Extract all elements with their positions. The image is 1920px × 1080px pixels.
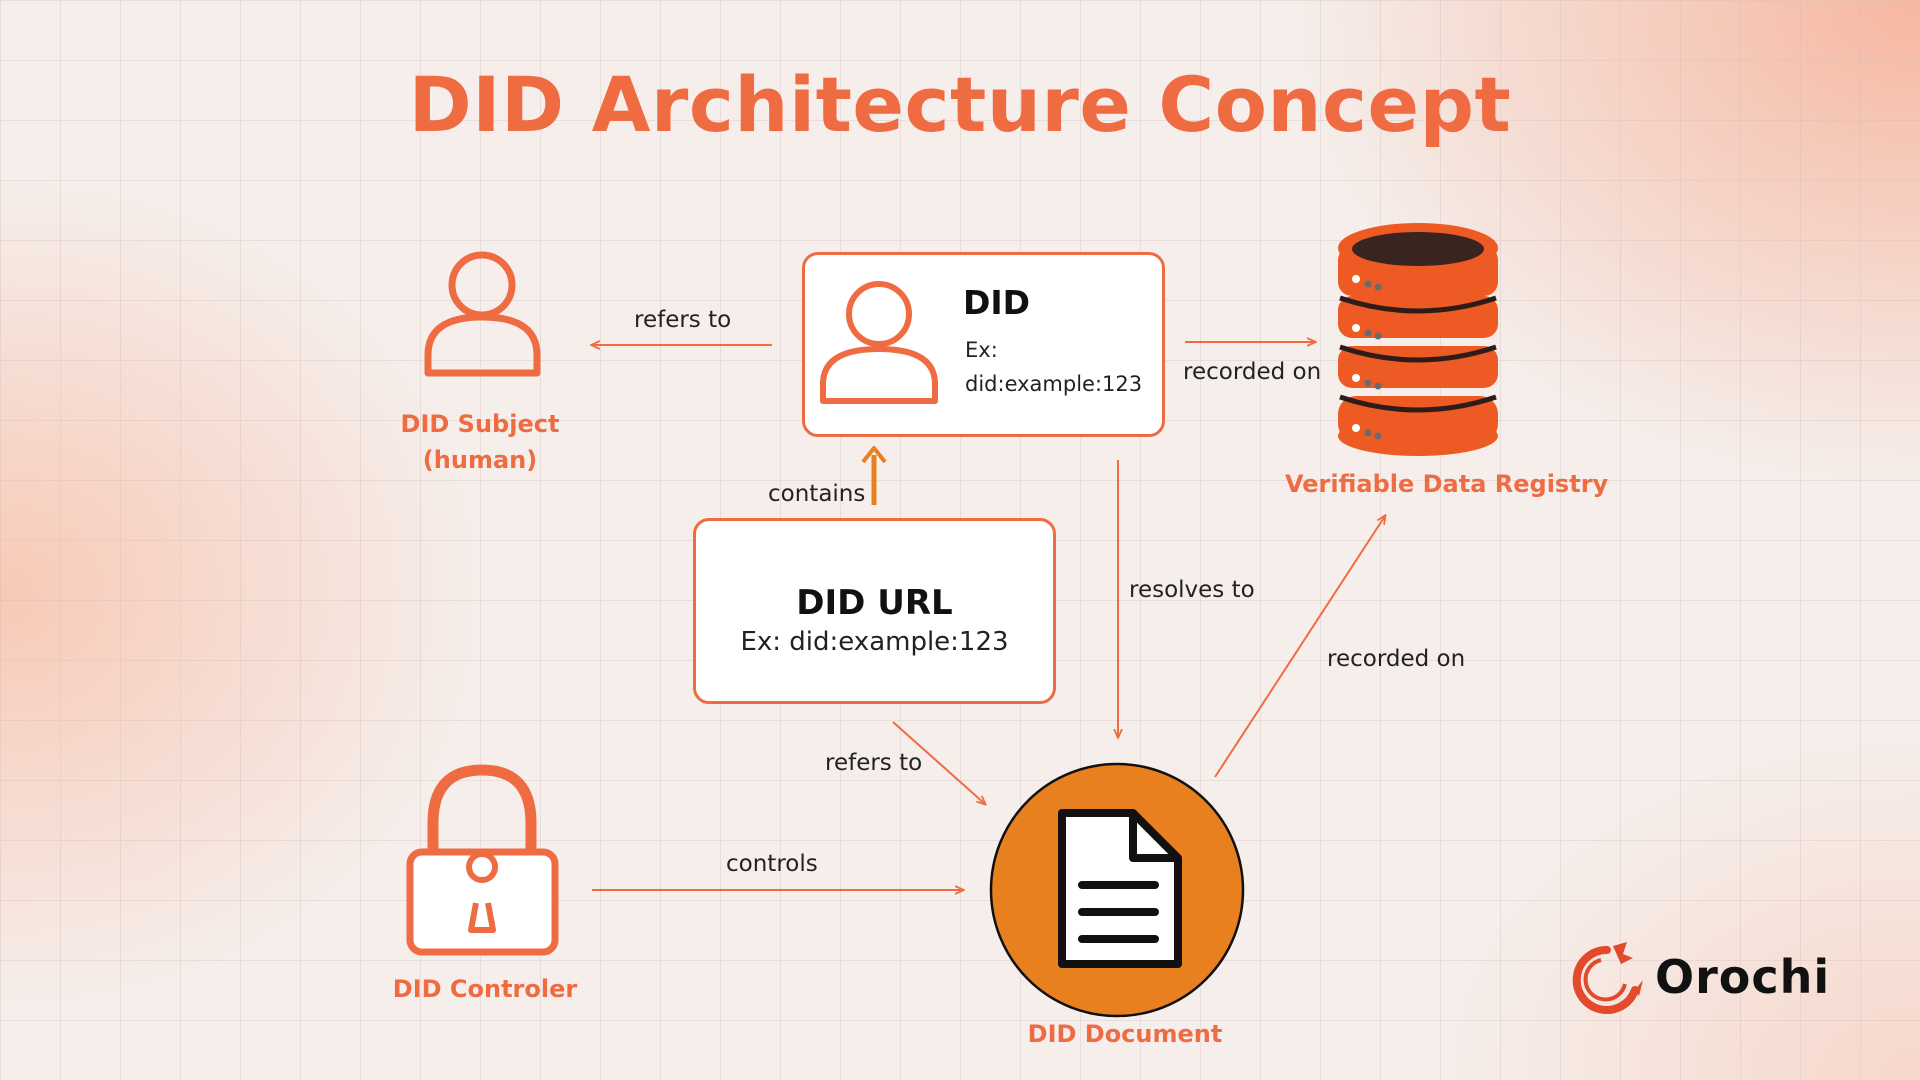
did-card[interactable]: DID Ex: did:example:123 bbox=[802, 252, 1165, 437]
edge-label-document-to-registry: recorded on bbox=[1327, 646, 1466, 672]
edge-label-controller-to-document: controls bbox=[726, 851, 818, 877]
did-subject-label-line1: DID Subject bbox=[400, 410, 560, 438]
brand-name: Orochi bbox=[1655, 950, 1831, 1004]
diagram-title: DID Architecture Concept bbox=[408, 60, 1512, 149]
edge-document-to-registry bbox=[1214, 516, 1385, 778]
did-title: DID bbox=[963, 283, 1031, 322]
did-url-title: DID URL bbox=[796, 583, 953, 623]
did-person-icon bbox=[820, 281, 938, 404]
edge-label-url-to-document: refers to bbox=[825, 750, 923, 776]
controller-label: DID Controler bbox=[392, 975, 578, 1003]
edge-url-to-did bbox=[861, 446, 887, 505]
edge-label-did-to-document: resolves to bbox=[1129, 577, 1255, 603]
edge-label-did-to-registry: recorded on bbox=[1183, 359, 1322, 385]
edge-label-url-to-did: contains bbox=[768, 481, 866, 507]
did-subject-label-line2: (human) bbox=[422, 446, 538, 474]
edge-label-did-to-subject: refers to bbox=[634, 307, 732, 333]
did-url-card[interactable]: DID URL Ex: did:example:123 bbox=[693, 518, 1056, 704]
edge-url-to-document bbox=[892, 721, 985, 804]
did-url-example: Ex: did:example:123 bbox=[740, 627, 1009, 657]
did-subject-label: DID Subject (human) bbox=[380, 406, 580, 478]
did-example: Ex: did:example:123 bbox=[965, 338, 1143, 396]
registry-label: Verifiable Data Registry bbox=[1285, 470, 1609, 498]
document-label: DID Document bbox=[1027, 1020, 1223, 1048]
